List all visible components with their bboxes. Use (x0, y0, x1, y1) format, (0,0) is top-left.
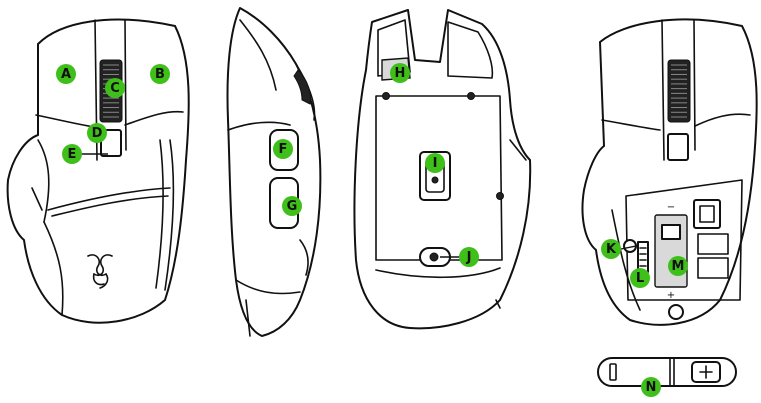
open-top-view: − + (583, 19, 757, 324)
callout-label-l: L (636, 271, 644, 286)
callout-b: B (150, 64, 170, 84)
callout-l: L (630, 268, 650, 288)
callout-label-e: E (68, 147, 77, 162)
callout-label-j: J (466, 250, 472, 265)
callout-label-k: K (606, 242, 617, 257)
callout-n: N (641, 377, 661, 397)
svg-text:+: + (667, 290, 675, 301)
callout-label-m: M (672, 259, 685, 274)
callout-label-f: F (279, 142, 288, 157)
callout-m: M (668, 256, 688, 276)
callout-label-n: N (646, 380, 657, 395)
callout-label-i: I (433, 156, 438, 171)
callout-d: D (87, 123, 107, 143)
side-view (228, 8, 321, 336)
scroll-wheel-icon-2 (668, 60, 690, 122)
callout-label-b: B (155, 67, 165, 82)
callout-f: F (273, 139, 293, 159)
dongle-connector-pins (638, 242, 648, 272)
callout-e: E (62, 144, 82, 164)
callout-k: K (601, 239, 621, 259)
callout-g: G (282, 196, 302, 216)
callout-a: A (56, 64, 76, 84)
callout-c: C (105, 78, 125, 98)
callout-label-d: D (92, 126, 103, 141)
callout-label-c: C (110, 81, 120, 96)
callout-label-a: A (61, 67, 71, 82)
callout-h: H (390, 63, 410, 83)
svg-text:−: − (667, 202, 675, 213)
battery-icon (598, 358, 736, 386)
callout-j: J (459, 247, 479, 267)
callout-i: I (425, 153, 445, 173)
callout-label-h: H (395, 66, 406, 81)
callout-label-g: G (287, 199, 298, 214)
